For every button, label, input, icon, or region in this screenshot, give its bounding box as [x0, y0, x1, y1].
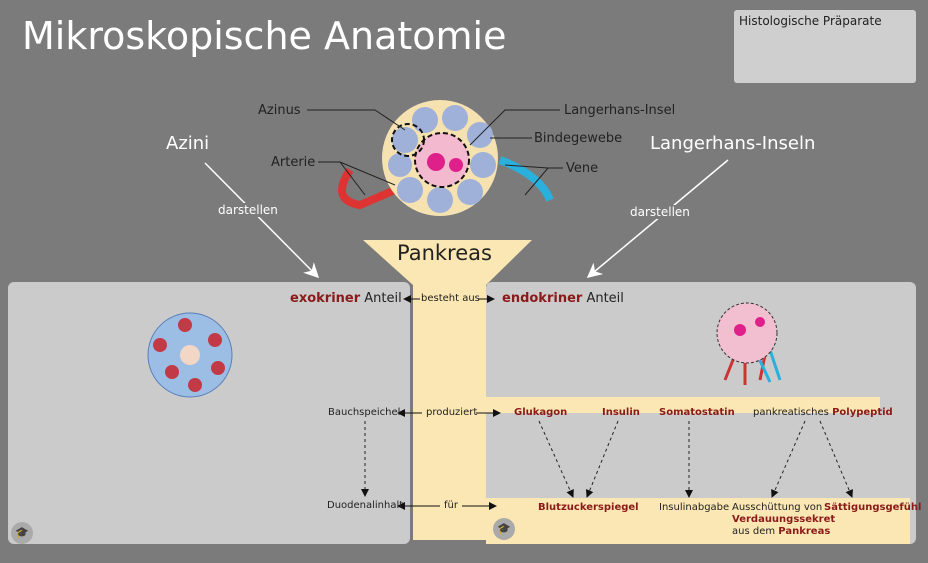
label-produziert: produziert [426, 407, 478, 418]
exocrine-term: exokriner [290, 291, 361, 306]
heading-azini: Azini [166, 133, 210, 154]
histology-slides-label: Histologische Präparate [739, 14, 882, 28]
hormone-glukagon: Glukagon [514, 407, 568, 418]
label-darstellen-left: darstellen [218, 203, 278, 217]
endocrine-heading: endokriner Anteil [502, 291, 624, 306]
endocrine-term: endokriner [502, 291, 583, 306]
effect-insulinabgabe: Insulinabgabe [659, 502, 730, 513]
graduation-cap-icon[interactable]: 🎓 [493, 518, 515, 540]
page-title: Mikroskopische Anatomie [22, 14, 507, 58]
effect-saettigungsgefuehl: Sättigungsgefühl [824, 502, 922, 513]
pancreas-funnel [363, 240, 532, 540]
effect-text: Ausschüttung von [732, 502, 823, 513]
heading-langerhans-inseln: Langerhans-Inseln [650, 133, 816, 154]
graduation-cap-icon[interactable]: 🎓 [11, 522, 33, 544]
hormone-insulin: Insulin [602, 407, 640, 418]
label-bindegewebe: Bindegewebe [534, 131, 623, 146]
label-duodenalinhalt: Duodenalinhalt [327, 500, 404, 511]
label-langerhans-insel: Langerhans-Insel [564, 103, 676, 118]
label-azinus: Azinus [258, 103, 301, 118]
hormone-somatostatin: Somatostatin [659, 407, 735, 418]
label-bauchspeichel: Bauchspeichel [328, 407, 401, 418]
exocrine-suffix: Anteil [364, 291, 402, 306]
label-besteht-aus: besteht aus [421, 293, 480, 304]
effect-term: Verdauungssekret [732, 514, 836, 525]
pp-term: Polypeptid [832, 407, 893, 418]
label-fuer: für [444, 500, 458, 511]
effect-blutzuckerspiegel: Blutzuckerspiegel [538, 502, 639, 513]
effect-text: aus dem [732, 526, 776, 537]
acinus-illustration [147, 312, 233, 398]
effect-verdauungssekret: Ausschüttung von Verdauungssekret aus de… [732, 502, 835, 538]
effect-term: Pankreas [778, 526, 831, 537]
pancreas-title: Pankreas [397, 241, 492, 265]
histology-slides-box[interactable]: Histologische Präparate [734, 10, 916, 83]
pp-prefix: pankreatisches [753, 407, 829, 418]
label-vene: Vene [566, 161, 599, 176]
label-darstellen-right: darstellen [630, 205, 690, 219]
hormone-polypeptid: pankreatisches Polypeptid [753, 407, 893, 418]
endocrine-suffix: Anteil [586, 291, 624, 306]
exocrine-heading: exokriner Anteil [290, 291, 402, 306]
label-arterie: Arterie [271, 155, 316, 170]
islet-illustration [716, 302, 782, 385]
pancreas-tissue-illustration [307, 100, 563, 216]
